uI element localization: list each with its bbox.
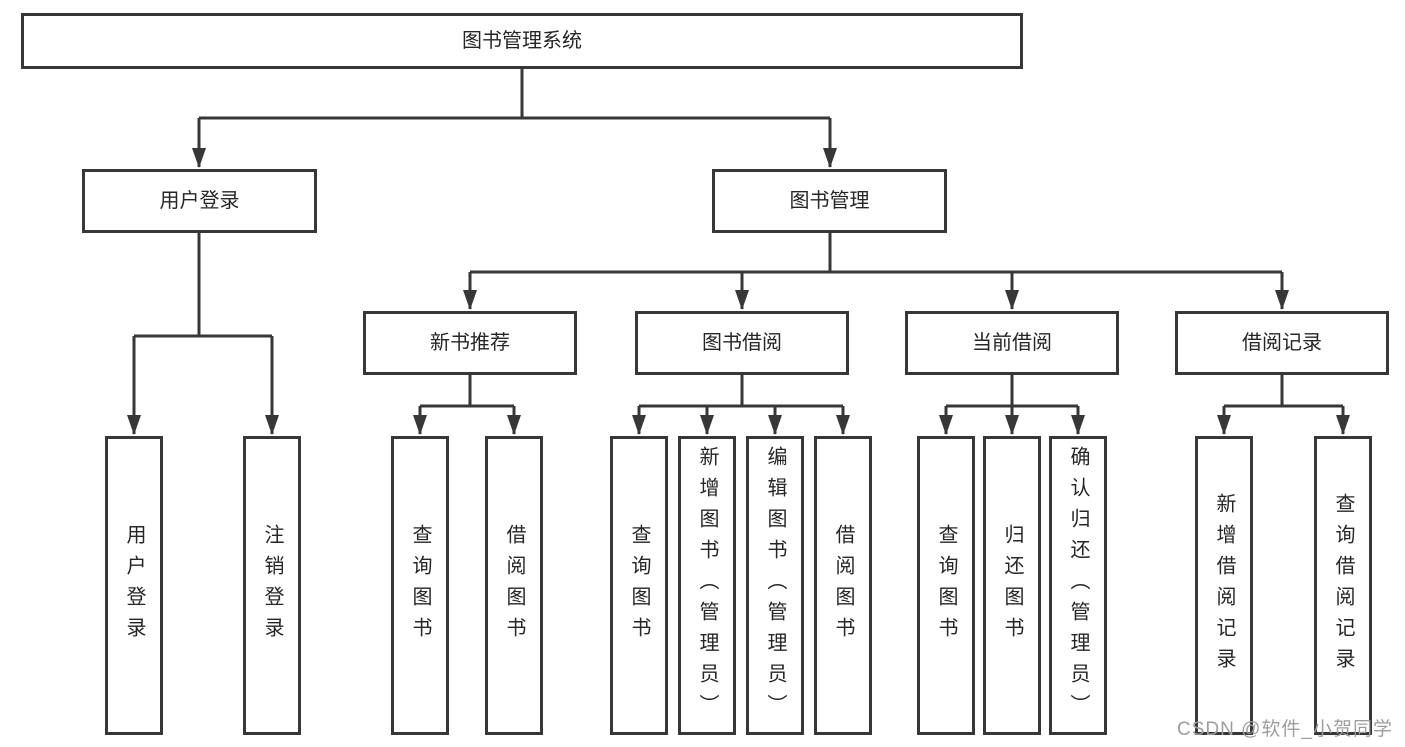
node-leaf-recommend-query-books: 查询图书 xyxy=(391,436,449,735)
node-leaf-records-add-record: 新增借阅记录 xyxy=(1195,436,1253,735)
node-leaf-borrow-query-books: 查询图书 xyxy=(610,436,668,735)
node-borrow-records-label: 借阅记录 xyxy=(1242,332,1322,354)
node-book-management-label: 图书管理 xyxy=(789,190,870,212)
node-leaf-logout-label: 注销登录 xyxy=(261,523,283,648)
node-leaf-records-query-record-label: 查询借阅记录 xyxy=(1332,492,1354,679)
node-leaf-login: 用户登录 xyxy=(105,436,163,735)
node-leaf-records-query-record: 查询借阅记录 xyxy=(1314,436,1372,735)
node-user-login-label: 用户登录 xyxy=(159,190,240,212)
node-book-management: 图书管理 xyxy=(712,169,947,233)
node-user-login: 用户登录 xyxy=(82,169,317,233)
node-leaf-current-query-books: 查询图书 xyxy=(917,436,975,735)
node-borrow-records: 借阅记录 xyxy=(1175,311,1389,375)
node-leaf-records-add-record-label: 新增借阅记录 xyxy=(1213,492,1235,679)
node-leaf-borrow-edit-books: 编辑图书（管理员） xyxy=(746,436,804,735)
node-leaf-current-return-books-label: 归还图书 xyxy=(1001,523,1023,648)
node-new-book-recommend: 新书推荐 xyxy=(363,311,577,375)
node-leaf-logout: 注销登录 xyxy=(243,436,301,735)
node-root: 图书管理系统 xyxy=(21,13,1023,69)
node-leaf-current-confirm-return: 确认归还（管理员） xyxy=(1049,436,1107,735)
connector-new-book-recommend-children xyxy=(413,375,521,435)
node-current-borrow: 当前借阅 xyxy=(905,311,1119,375)
node-leaf-login-label: 用户登录 xyxy=(123,523,145,648)
connector-user-login-children xyxy=(127,233,279,435)
node-leaf-recommend-borrow-books: 借阅图书 xyxy=(485,436,543,735)
node-book-borrow-label: 图书借阅 xyxy=(702,332,782,354)
connector-current-borrow-children xyxy=(939,375,1085,435)
node-root-label: 图书管理系统 xyxy=(462,30,582,52)
node-leaf-borrow-borrow-books-label: 借阅图书 xyxy=(832,523,854,648)
node-leaf-borrow-edit-books-label: 编辑图书（管理员） xyxy=(764,446,786,725)
node-leaf-recommend-query-books-label: 查询图书 xyxy=(409,523,431,648)
node-leaf-borrow-add-books: 新增图书（管理员） xyxy=(678,436,736,735)
connector-book-management-children xyxy=(463,233,1289,310)
node-leaf-current-confirm-return-label: 确认归还（管理员） xyxy=(1067,446,1089,725)
connector-book-borrow-children xyxy=(632,375,850,435)
node-leaf-borrow-borrow-books: 借阅图书 xyxy=(814,436,872,735)
node-leaf-borrow-query-books-label: 查询图书 xyxy=(628,523,650,648)
connector-borrow-records-children xyxy=(1217,375,1350,435)
node-leaf-borrow-add-books-label: 新增图书（管理员） xyxy=(696,446,718,725)
node-new-book-recommend-label: 新书推荐 xyxy=(430,332,510,354)
node-leaf-current-return-books: 归还图书 xyxy=(983,436,1041,735)
node-book-borrow: 图书借阅 xyxy=(635,311,849,375)
connector-root-to-level2 xyxy=(192,69,837,168)
node-leaf-recommend-borrow-books-label: 借阅图书 xyxy=(503,523,525,648)
node-leaf-current-query-books-label: 查询图书 xyxy=(935,523,957,648)
node-current-borrow-label: 当前借阅 xyxy=(972,332,1052,354)
